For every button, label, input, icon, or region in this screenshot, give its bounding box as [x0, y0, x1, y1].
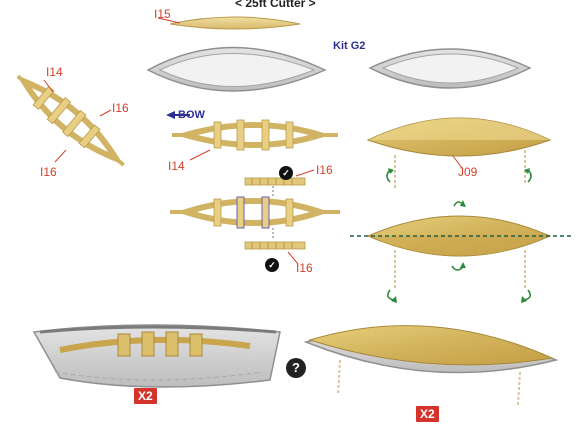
label-i14-mid: I14 — [168, 160, 185, 172]
part-i16-strip-bottom — [245, 242, 305, 249]
quantity-badge-left: X2 — [134, 388, 157, 404]
part-frame-angled — [9, 66, 133, 176]
label-i16-left-a: I16 — [112, 102, 129, 114]
kit-label: Kit G2 — [333, 40, 365, 52]
question-circle: ? — [286, 358, 306, 378]
hull-grey-left — [148, 48, 325, 92]
boat-assembled-right — [306, 326, 556, 405]
label-i16-left-b: I16 — [40, 166, 57, 178]
part-i15 — [158, 17, 300, 29]
label-j09: J09 — [458, 166, 477, 178]
label-i16-mid-bottom: I16 — [296, 262, 313, 274]
step-mark-a: ✓ — [279, 166, 293, 180]
part-frame-middle-top — [172, 120, 338, 150]
boat-assembled-left — [34, 325, 280, 387]
part-j09-deck-bottom — [350, 216, 572, 290]
hull-grey-right — [370, 49, 530, 88]
part-j09-deck-top — [368, 118, 550, 190]
fold-arrows-bottom — [388, 262, 531, 303]
part-frame-middle-bottom — [170, 186, 340, 240]
quantity-badge-right: X2 — [416, 406, 439, 422]
label-i14-left: I14 — [46, 66, 63, 78]
part-i16-strip-top — [245, 178, 305, 185]
label-i16-mid-top: I16 — [316, 164, 333, 176]
step-mark-b: ✓ — [265, 258, 279, 272]
bow-label: BOW — [178, 109, 205, 121]
label-i15: I15 — [154, 8, 171, 20]
